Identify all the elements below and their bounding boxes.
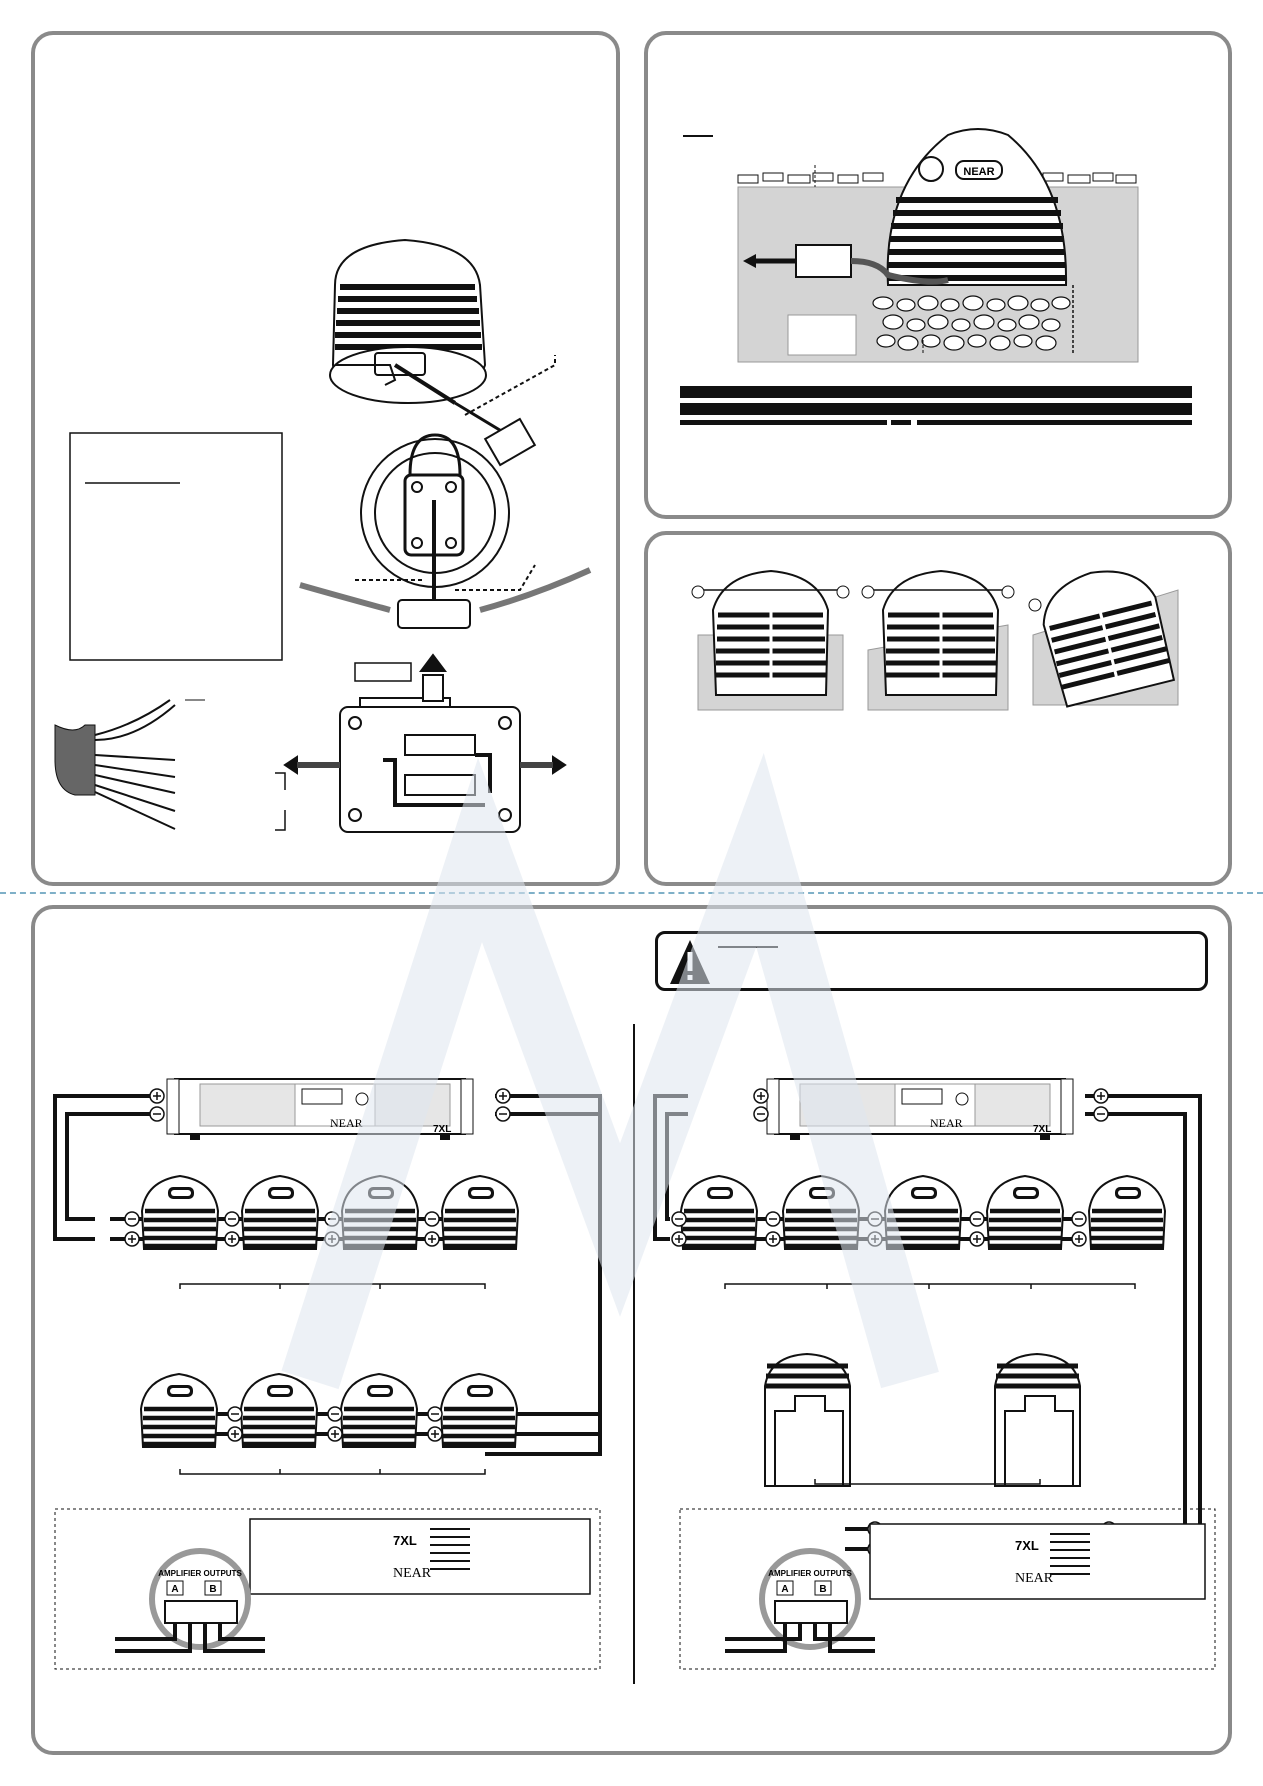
speaker-icon bbox=[342, 1176, 418, 1249]
speaker-bottom-view bbox=[299, 433, 592, 629]
amp-outputs-zoom bbox=[149, 1548, 251, 1650]
junction-box-icon bbox=[795, 244, 852, 278]
speaker-icon bbox=[1089, 1176, 1165, 1249]
slope-illustration bbox=[691, 569, 1179, 711]
panel-burial-installation: NEAR bbox=[644, 31, 1232, 519]
left-wiring-diagram: NEAR 7XL bbox=[53, 1078, 602, 1670]
wiring-diagrams: NEAR 7XL bbox=[53, 1078, 1216, 1670]
speaker-steep-slope bbox=[1028, 570, 1179, 708]
rear-panel-detail-right bbox=[679, 1508, 1216, 1670]
amplifier-icon bbox=[766, 1078, 1074, 1141]
speaker-icon bbox=[442, 1176, 518, 1249]
speaker-icon bbox=[141, 1374, 217, 1447]
installation-wiring-illustration bbox=[54, 238, 592, 833]
channel-b-label-right: B bbox=[819, 1584, 826, 1595]
amplifier-icon bbox=[166, 1078, 474, 1141]
rear-model-label-right: 7XL bbox=[1015, 1538, 1039, 1553]
channel-a-label-right: A bbox=[781, 1584, 788, 1595]
amp-outputs-label-right: AMPLIFIER OUTPUTS bbox=[768, 1569, 852, 1578]
speaker-icon bbox=[341, 1374, 417, 1447]
arrow-icon bbox=[743, 254, 756, 268]
info-bars bbox=[680, 386, 1192, 425]
amp-model-label: 7XL bbox=[433, 1124, 451, 1135]
amp-logo-right: NEAR bbox=[930, 1116, 963, 1130]
speaker-icon bbox=[681, 1176, 757, 1249]
channel-b-label: B bbox=[209, 1584, 216, 1595]
label-placeholder bbox=[787, 314, 857, 356]
speaker-flat-ground bbox=[691, 569, 850, 711]
speaker-icon bbox=[886, 128, 1068, 286]
speaker-icon bbox=[783, 1176, 859, 1249]
panel-installation-wiring bbox=[31, 31, 620, 886]
junction-box-icon bbox=[283, 653, 567, 833]
burial-illustration: NEAR bbox=[680, 128, 1192, 425]
panel-slope-installation bbox=[644, 531, 1232, 886]
speaker-logo: NEAR bbox=[963, 166, 994, 178]
speaker-mild-slope bbox=[861, 569, 1015, 711]
rear-panel-detail bbox=[54, 1508, 601, 1670]
gravel-bed bbox=[872, 295, 1071, 351]
speaker-icon bbox=[242, 1176, 318, 1249]
speaker-icon bbox=[142, 1176, 218, 1249]
amp-outputs-label: AMPLIFIER OUTPUTS bbox=[158, 1569, 242, 1578]
speaker-icon bbox=[765, 1354, 850, 1486]
amp-outputs-zoom-right bbox=[759, 1548, 861, 1650]
channel-a-label: A bbox=[171, 1584, 178, 1595]
speaker-icon bbox=[995, 1354, 1080, 1486]
rear-logo: NEAR bbox=[393, 1566, 432, 1581]
panel-system-wiring: NEAR 7XL bbox=[31, 905, 1232, 1755]
right-wiring-diagram: NEAR 7XL 7XL NE bbox=[653, 1078, 1216, 1670]
cut-line bbox=[0, 892, 1263, 894]
speaker-icon bbox=[441, 1374, 517, 1447]
speaker-icon bbox=[329, 238, 556, 467]
speaker-icon bbox=[241, 1374, 317, 1447]
speaker-icon bbox=[987, 1176, 1063, 1249]
rear-model-label: 7XL bbox=[393, 1533, 417, 1548]
info-box bbox=[69, 432, 283, 661]
label-box bbox=[354, 662, 412, 682]
speaker-icon bbox=[885, 1176, 961, 1249]
rear-logo-right: NEAR bbox=[1015, 1571, 1054, 1586]
amp-model-label-right: 7XL bbox=[1033, 1124, 1051, 1135]
amp-logo: NEAR bbox=[330, 1116, 363, 1130]
cable-illustration bbox=[54, 699, 286, 831]
